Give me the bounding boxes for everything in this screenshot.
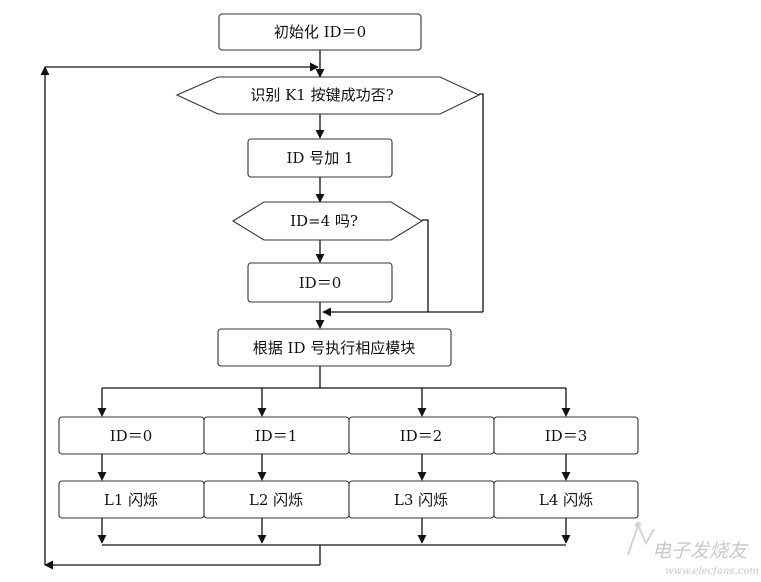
init-node: 初始化 ID＝0 xyxy=(218,13,422,51)
id-increment-node: ID 号加 1 xyxy=(247,138,393,178)
blink-label-3: L4 闪烁 xyxy=(539,491,593,509)
init-label: 初始化 ID＝0 xyxy=(274,23,366,41)
case-label-2: ID＝2 xyxy=(400,427,443,445)
id-increment-label: ID 号加 1 xyxy=(286,149,353,167)
watermark-logo-icon xyxy=(627,522,655,556)
edge-id4-no-branch xyxy=(422,219,429,312)
watermark: 电子发烧友 www.elecfans.com xyxy=(627,522,759,577)
case-row: ID＝0 ID＝1 ID＝2 ID＝3 xyxy=(58,416,639,455)
blink-label-2: L3 闪烁 xyxy=(394,491,448,509)
check-k1-decision: 识别 K1 按键成功否? xyxy=(175,76,481,115)
blink-box-3 xyxy=(493,480,639,519)
watermark-url: www.elecfans.com xyxy=(665,566,759,577)
case-label-0: ID＝0 xyxy=(110,427,153,445)
case-label-1: ID＝1 xyxy=(255,427,298,445)
blink-label-0: L1 闪烁 xyxy=(104,491,158,509)
execute-node: 根据 ID 号执行相应模块 xyxy=(217,328,452,367)
check-id4-label: ID=4 吗? xyxy=(290,212,358,230)
case-label-3: ID＝3 xyxy=(545,427,588,445)
check-k1-label: 识别 K1 按键成功否? xyxy=(250,86,393,104)
check-id4-decision: ID=4 吗? xyxy=(231,201,424,241)
id-reset-label: ID＝0 xyxy=(299,274,342,292)
edge-k1-no-branch xyxy=(479,93,484,312)
blink-row: L1 闪烁 L2 闪烁 L3 闪烁 L4 闪烁 xyxy=(58,480,639,519)
blink-label-1: L2 闪烁 xyxy=(249,491,303,509)
case-box-3 xyxy=(493,416,639,455)
watermark-text: 电子发烧友 xyxy=(652,540,749,562)
id-reset-node: ID＝0 xyxy=(247,262,393,303)
flowchart-edges xyxy=(40,50,571,570)
execute-label: 根据 ID 号执行相应模块 xyxy=(253,339,416,357)
